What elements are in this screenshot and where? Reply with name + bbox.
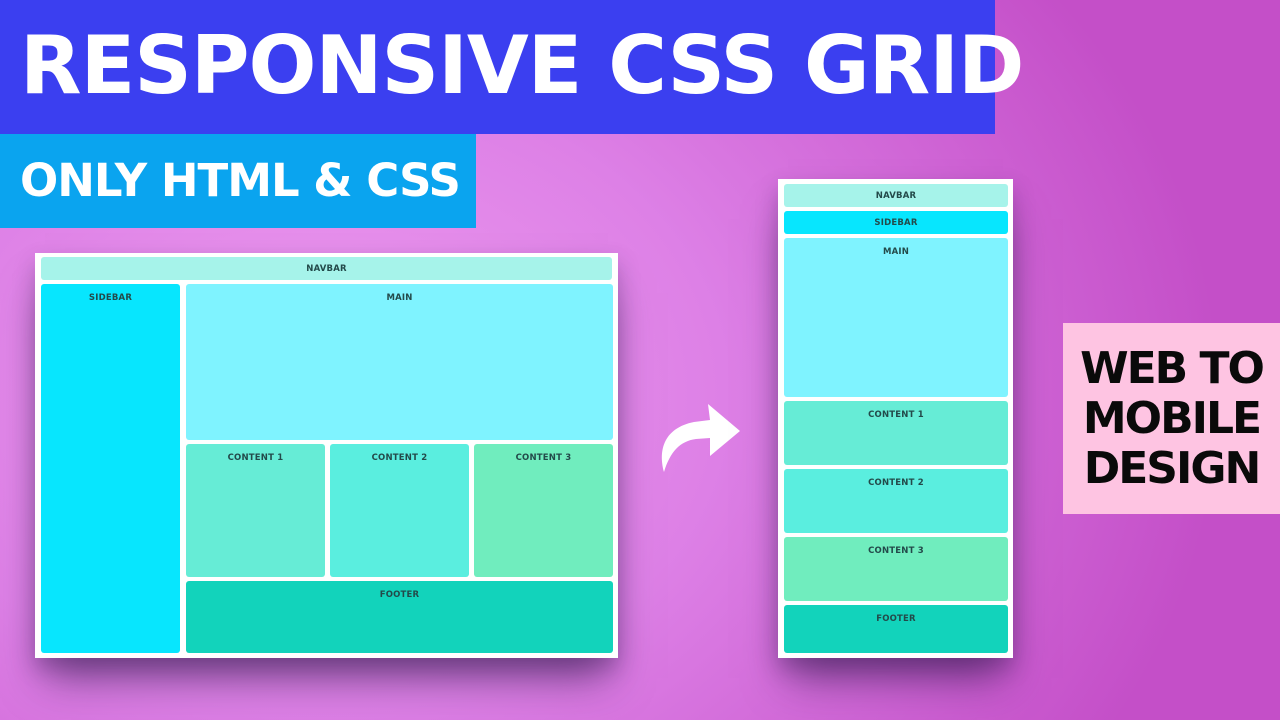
- mobile-main-label: MAIN: [882, 247, 910, 257]
- mobile-content-3-label: CONTENT 3: [868, 546, 924, 556]
- mobile-layout-mockup: NAVBAR SIDEBAR MAIN CONTENT 1 CONTENT 2 …: [778, 179, 1013, 658]
- subtitle-banner: ONLY HTML & CSS: [0, 134, 476, 228]
- desktop-content-2: CONTENT 2: [330, 444, 469, 577]
- mobile-sidebar-label: SIDEBAR: [874, 218, 918, 228]
- mobile-navbar-label: NAVBAR: [875, 191, 917, 201]
- mobile-navbar: NAVBAR: [784, 184, 1008, 207]
- desktop-footer-label: FOOTER: [379, 590, 420, 600]
- desktop-navbar-label: NAVBAR: [306, 264, 347, 274]
- mobile-content-2-label: CONTENT 2: [868, 478, 924, 488]
- title-banner: RESPONSIVE CSS GRID: [0, 0, 1024, 134]
- desktop-footer: FOOTER: [186, 581, 613, 653]
- desktop-sidebar: SIDEBAR: [41, 284, 180, 653]
- mobile-content-1-label: CONTENT 1: [868, 410, 924, 420]
- desktop-content-3: CONTENT 3: [474, 444, 613, 577]
- page-subtitle: ONLY HTML & CSS: [20, 154, 461, 207]
- mobile-main: MAIN: [784, 238, 1008, 397]
- mobile-content-2: CONTENT 2: [784, 469, 1008, 533]
- desktop-sidebar-label: SIDEBAR: [88, 293, 133, 303]
- mobile-footer: FOOTER: [784, 605, 1008, 653]
- web-to-mobile-badge: WEB TO MOBILE DESIGN: [1063, 323, 1280, 514]
- badge-line: WEB TO: [1080, 343, 1265, 394]
- badge-line: DESIGN: [1083, 443, 1262, 494]
- desktop-navbar: NAVBAR: [41, 257, 612, 280]
- mobile-content-1: CONTENT 1: [784, 401, 1008, 465]
- badge-line: MOBILE: [1082, 393, 1262, 444]
- desktop-content-1-label: CONTENT 1: [227, 453, 284, 463]
- desktop-content-2-label: CONTENT 2: [371, 453, 428, 463]
- desktop-main-label: MAIN: [386, 293, 413, 303]
- desktop-main: MAIN: [186, 284, 613, 440]
- mobile-content-3: CONTENT 3: [784, 537, 1008, 601]
- mobile-sidebar: SIDEBAR: [784, 211, 1008, 234]
- curved-arrow-right-icon: [661, 404, 740, 472]
- desktop-layout-mockup: NAVBAR SIDEBAR MAIN CONTENT 1 CONTENT 2 …: [35, 253, 618, 658]
- desktop-content-1: CONTENT 1: [186, 444, 325, 577]
- desktop-content-3-label: CONTENT 3: [515, 453, 572, 463]
- page-title: RESPONSIVE CSS GRID: [20, 19, 1024, 112]
- mobile-footer-label: FOOTER: [876, 614, 916, 624]
